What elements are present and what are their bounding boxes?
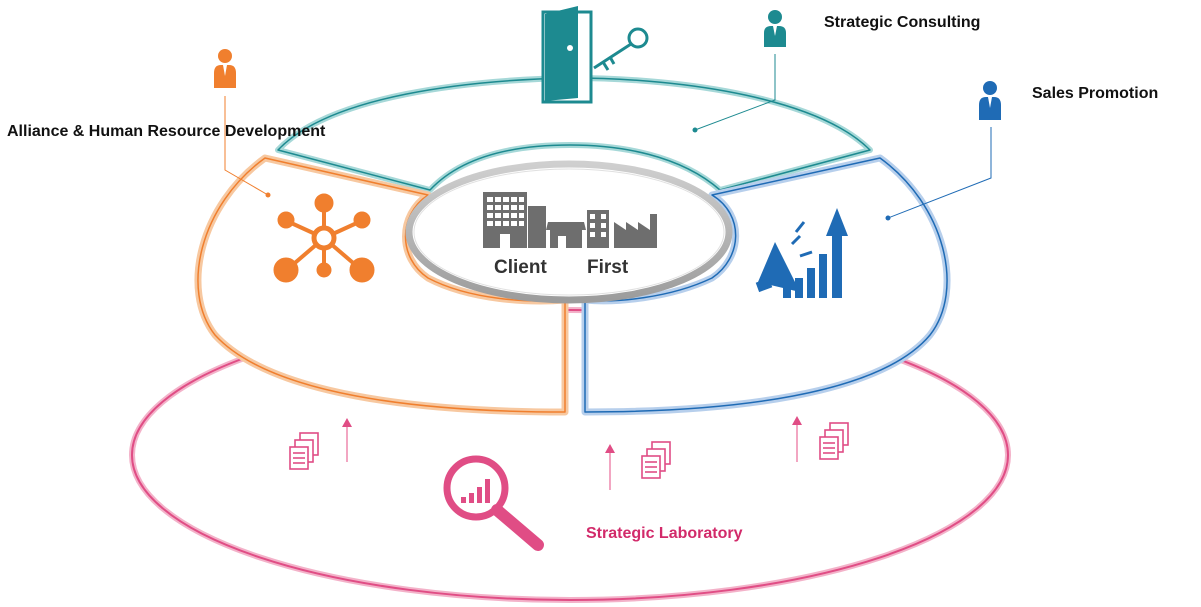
buildings-icon [483, 192, 657, 248]
documents-icon [289, 432, 319, 470]
documents-icon [819, 422, 849, 460]
client-first-hub: Client First [405, 160, 733, 304]
strategic-consulting-label: Strategic Consulting [824, 14, 981, 31]
alliance-label: Alliance & Human Resource Development [7, 123, 326, 140]
megaphone-growth-icon [755, 208, 848, 298]
documents-icon [641, 441, 671, 479]
network-hub-icon [273, 193, 375, 283]
strategic-consulting-connector [694, 54, 776, 131]
strategic-laboratory-ring [129, 307, 1011, 603]
door-key-icon [541, 6, 649, 104]
up-arrow-icon [792, 416, 802, 462]
sales-promotion-label: Sales Promotion [1032, 85, 1159, 102]
alliance-connector [224, 96, 269, 196]
first-label: First [587, 257, 629, 278]
strategic-laboratory-label: Strategic Laboratory [586, 525, 743, 542]
up-arrow-icon [605, 444, 615, 490]
up-arrow-icon [342, 418, 352, 462]
client-label: Client [494, 257, 547, 278]
strategic-consulting-segment [275, 75, 873, 193]
magnifier-chart-icon [443, 455, 544, 551]
strategic-consulting-person-icon [764, 10, 786, 47]
sales-promotion-connector [887, 127, 992, 219]
sales-promotion-person-icon [979, 81, 1001, 120]
alliance-person-icon [214, 49, 236, 88]
